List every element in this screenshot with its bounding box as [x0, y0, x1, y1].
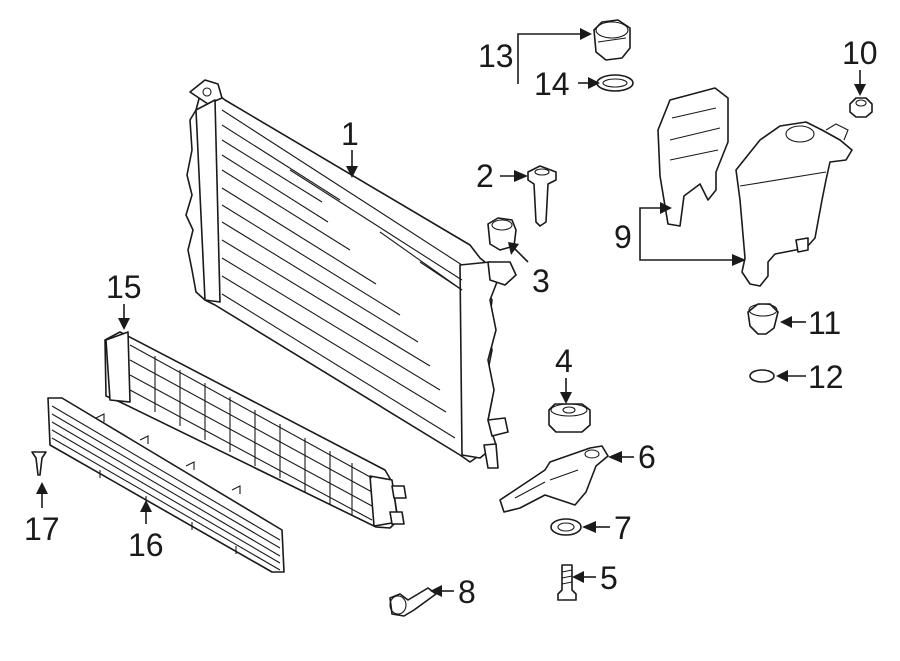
callout-12: 12: [808, 359, 844, 395]
leader-lines: [36, 28, 866, 597]
washer: [550, 518, 582, 536]
coolant-reservoir: [735, 121, 853, 287]
callout-5: 5: [600, 560, 618, 596]
rubber-bushing: [487, 217, 517, 251]
callout-7: 7: [614, 510, 632, 546]
callout-10: 10: [842, 35, 878, 71]
callout-17: 17: [24, 511, 60, 547]
callout-8: 8: [458, 574, 476, 610]
callout-15: 15: [106, 269, 142, 305]
clip: [31, 451, 47, 476]
callout-6: 6: [638, 439, 656, 475]
hex-nut: [849, 97, 873, 118]
small-o-ring: [749, 369, 775, 383]
callout-4: 4: [555, 343, 573, 379]
bolt: [557, 564, 577, 601]
push-pin: [389, 587, 437, 617]
callout-11: 11: [808, 305, 841, 341]
cap-o-ring: [596, 74, 634, 92]
mounting-pin: [527, 165, 557, 227]
callout-13: 13: [478, 38, 514, 74]
callout-9: 9: [614, 219, 632, 255]
callout-3: 3: [532, 263, 550, 299]
grille-panel: [47, 397, 285, 573]
radiator: [185, 79, 517, 469]
reservoir-heat-shield: [657, 87, 729, 227]
callout-1: 1: [341, 116, 359, 152]
mounting-bracket: [499, 445, 609, 513]
reservoir-grommet: [747, 303, 779, 335]
reservoir-cap: [593, 19, 631, 61]
callout-2: 2: [476, 158, 494, 194]
charge-air-cooler: [104, 331, 407, 529]
callout-labels: 1 2 3 4 5 6 7 8 9 10 11 12 13 14 15 16 1…: [24, 35, 878, 610]
rubber-mount: [548, 403, 591, 433]
callout-16: 16: [128, 527, 164, 563]
callout-14: 14: [534, 66, 570, 102]
